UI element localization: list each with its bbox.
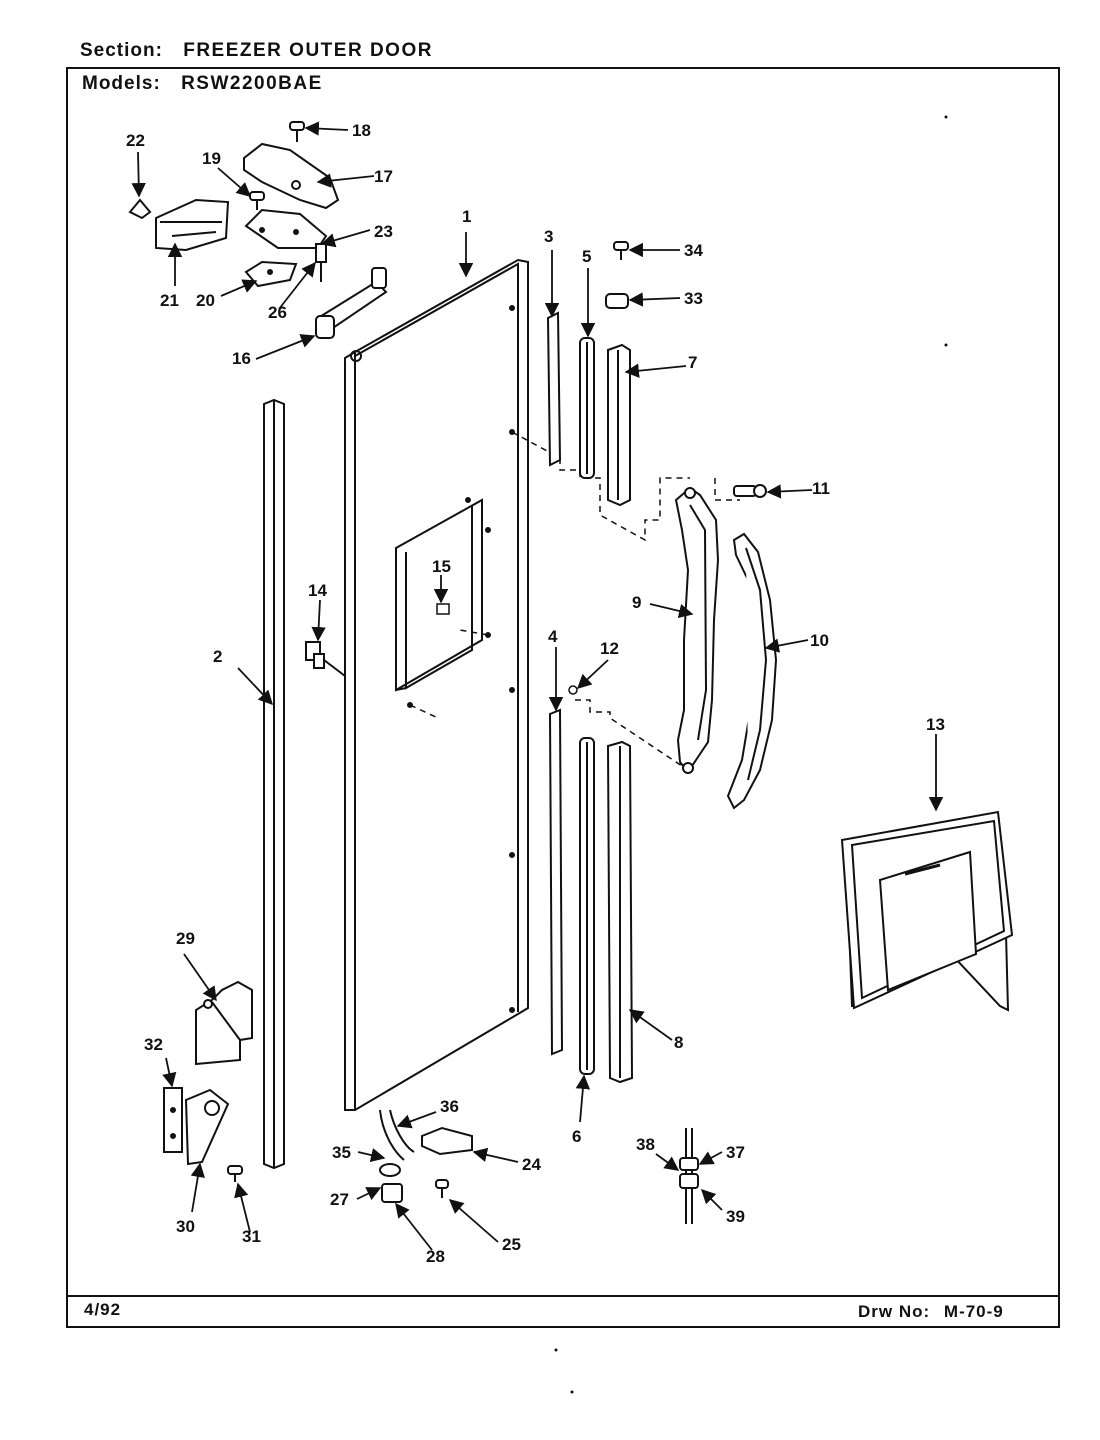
label-25: 25	[502, 1235, 521, 1254]
label-22: 22	[126, 131, 145, 150]
clip-part-15	[436, 603, 450, 615]
channel-parts	[546, 311, 564, 1056]
label-15: 15	[432, 557, 451, 576]
hinge-plate-part-23	[244, 208, 328, 249]
label-5: 5	[582, 247, 591, 266]
models-label: Models:	[82, 73, 161, 94]
label-14: 14	[308, 581, 327, 600]
lower-hinge-parts	[163, 1087, 243, 1182]
label-6: 6	[572, 1127, 581, 1146]
label-12: 12	[600, 639, 619, 658]
hinge-block-part-21	[155, 198, 230, 252]
bottom-hardware-parts	[379, 1109, 473, 1203]
label-19: 19	[202, 149, 221, 168]
seal-parts	[579, 337, 595, 1075]
section-label: Section:	[80, 40, 163, 61]
label-24: 24	[522, 1155, 541, 1174]
handle-base-part	[674, 486, 720, 774]
label-27: 27	[330, 1190, 349, 1209]
section-header: Section: FREEZER OUTER DOOR	[80, 40, 433, 62]
label-20: 20	[196, 291, 215, 310]
bracket-part-14	[305, 641, 346, 677]
label-38: 38	[636, 1135, 655, 1154]
label-37: 37	[726, 1143, 745, 1162]
diagram-frame	[66, 67, 1060, 1328]
label-8: 8	[674, 1033, 683, 1052]
label-29: 29	[176, 929, 195, 948]
label-26: 26	[268, 303, 287, 322]
handle-trim-parts	[606, 343, 634, 1084]
stray-dots	[554, 115, 948, 1394]
label-2: 2	[213, 647, 222, 666]
label-1: 1	[462, 207, 471, 226]
drawing-number: M-70-9	[943, 1302, 1004, 1321]
screws-18-19	[249, 121, 305, 210]
label-34: 34	[684, 241, 703, 260]
label-16: 16	[232, 349, 251, 368]
label-3: 3	[544, 227, 553, 246]
screw-part-11	[733, 484, 767, 498]
section-value: FREEZER OUTER DOOR	[183, 40, 433, 61]
drawing-label: Drw No:	[858, 1302, 931, 1321]
label-17: 17	[374, 167, 393, 186]
door-panel-part	[344, 258, 529, 1111]
label-11: 11	[812, 479, 830, 498]
label-10: 10	[810, 631, 829, 650]
dispenser-trim-frame-part	[840, 810, 1014, 1012]
footer-date: 4/92	[84, 1300, 122, 1319]
left-trim-strip-part	[263, 398, 285, 1170]
label-28: 28	[426, 1247, 445, 1266]
hinge-bracket-part-16	[315, 267, 388, 339]
label-31: 31	[242, 1227, 261, 1246]
part-number-labels: 1 2 3 4 5 6 7 8 9 10 11 12 13 14 15 16 1…	[126, 121, 945, 1266]
label-9: 9	[632, 593, 641, 612]
footer-drawing: Drw No: M-70-9	[858, 1302, 1004, 1322]
parts-33-34	[605, 241, 629, 309]
label-33: 33	[684, 289, 703, 308]
handle-cover-part	[726, 532, 778, 810]
models-value: RSW2200BAE	[181, 73, 323, 94]
label-39: 39	[726, 1207, 745, 1226]
label-30: 30	[176, 1217, 195, 1236]
label-35: 35	[332, 1143, 351, 1162]
label-13: 13	[926, 715, 945, 734]
label-18: 18	[352, 121, 371, 140]
lower-hinge-cover-part-29	[195, 980, 253, 1066]
clip-part-12	[568, 685, 578, 695]
label-4: 4	[548, 627, 558, 646]
water-fitting-parts	[679, 1128, 699, 1224]
models-header: Models: RSW2200BAE	[82, 73, 323, 95]
pin-part-26	[315, 243, 327, 282]
label-36: 36	[440, 1097, 459, 1116]
clip-part-22	[128, 198, 152, 220]
leader-lines	[131, 121, 944, 1251]
label-7: 7	[688, 353, 697, 372]
label-23: 23	[374, 222, 393, 241]
label-32: 32	[144, 1035, 163, 1054]
label-21: 21	[160, 291, 179, 310]
shim-part-20	[244, 260, 298, 288]
hinge-cover-part-17	[243, 142, 340, 210]
